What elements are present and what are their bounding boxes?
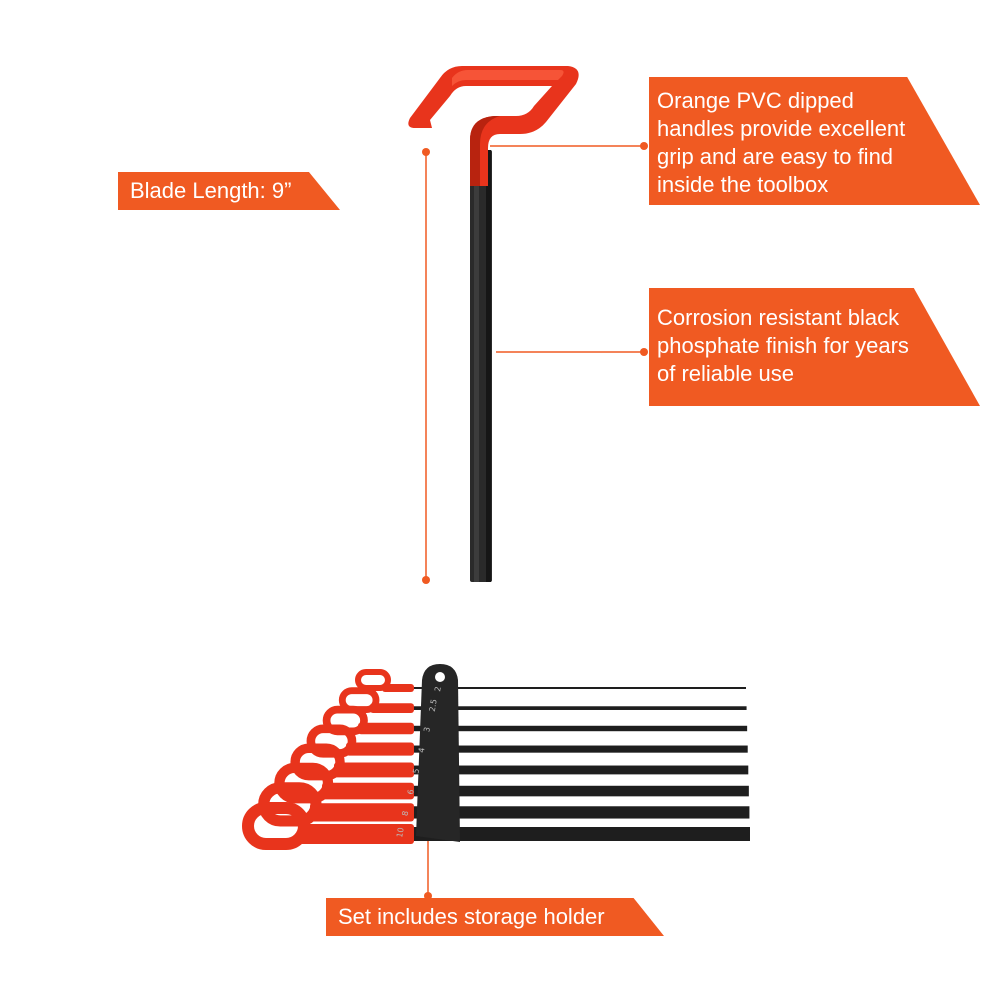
finish-callout: Corrosion resistant black phosphate fini… (649, 288, 980, 406)
measure-dot-bottom (422, 576, 430, 584)
set-key-sleeve (382, 684, 414, 692)
holder-size-label: 4 (417, 747, 427, 754)
holder-size-label: 10 (395, 827, 406, 839)
set-key-shaft (394, 745, 748, 753)
set-key-shaft (392, 765, 749, 775)
storage-holder-callout: Set includes storage holder (326, 898, 664, 936)
finish-line: of reliable use (657, 361, 794, 386)
hex-key-shaft-highlight (474, 150, 479, 582)
grip-line: Orange PVC dipped (657, 88, 854, 113)
measure-dot-top (422, 148, 430, 156)
set-key-handle (355, 669, 391, 691)
set-key-sleeve (358, 722, 414, 735)
holder-size-label: 2 (433, 686, 443, 693)
set-key-sleeve (322, 782, 414, 800)
set-key-shaft (400, 687, 746, 689)
set-key-sleeve (298, 824, 414, 844)
set-key-sleeve (346, 742, 414, 756)
finish-line: phosphate finish for years (657, 333, 909, 358)
set-handles (242, 669, 414, 850)
holder-size-label: 8 (401, 810, 411, 817)
set-key-shaft (396, 725, 748, 732)
hex-key-handle (408, 66, 579, 186)
hex-key-handle-shading (470, 116, 500, 186)
set-key-sleeve (310, 803, 414, 822)
holder-size-labels: 2 2.5 3 4 5 6 8 10 (395, 686, 443, 839)
blade-length-text: Blade Length: 9” (130, 178, 292, 203)
holder-leader (424, 838, 432, 900)
blade-length-callout: Blade Length: 9” (118, 172, 340, 210)
grip-line: grip and are easy to find (657, 144, 894, 169)
set-key-handle (290, 743, 345, 781)
finish-line: Corrosion resistant black (657, 305, 900, 330)
storage-holder-hole (435, 672, 445, 682)
hex-key-set-with-holder-icon: 2 2.5 3 4 5 6 8 10 (242, 664, 750, 850)
set-key-shaft (398, 706, 747, 710)
set-key-shaft (390, 785, 749, 797)
holder-size-label: 6 (406, 789, 416, 796)
set-key-sleeve (334, 762, 414, 778)
hex-key-shaft-shadow (486, 150, 491, 582)
holder-size-label: 2.5 (428, 698, 439, 712)
holder-size-label: 3 (422, 726, 432, 733)
set-key-shaft (388, 806, 750, 819)
set-key-sleeve (370, 703, 414, 713)
storage-holder (416, 664, 460, 842)
hex-key-handle-gloss (452, 70, 564, 86)
grip-leader (490, 142, 648, 150)
set-shafts (386, 687, 750, 841)
finish-leader (496, 348, 648, 356)
set-key-shaft (386, 827, 750, 841)
t-handle-hex-key-icon (408, 66, 579, 582)
grip-line: inside the toolbox (657, 172, 829, 197)
grip-line: handles provide excellent (657, 116, 906, 141)
storage-holder-text: Set includes storage holder (338, 904, 605, 929)
blade-length-measure (422, 148, 430, 584)
holder-size-label: 5 (411, 768, 421, 775)
